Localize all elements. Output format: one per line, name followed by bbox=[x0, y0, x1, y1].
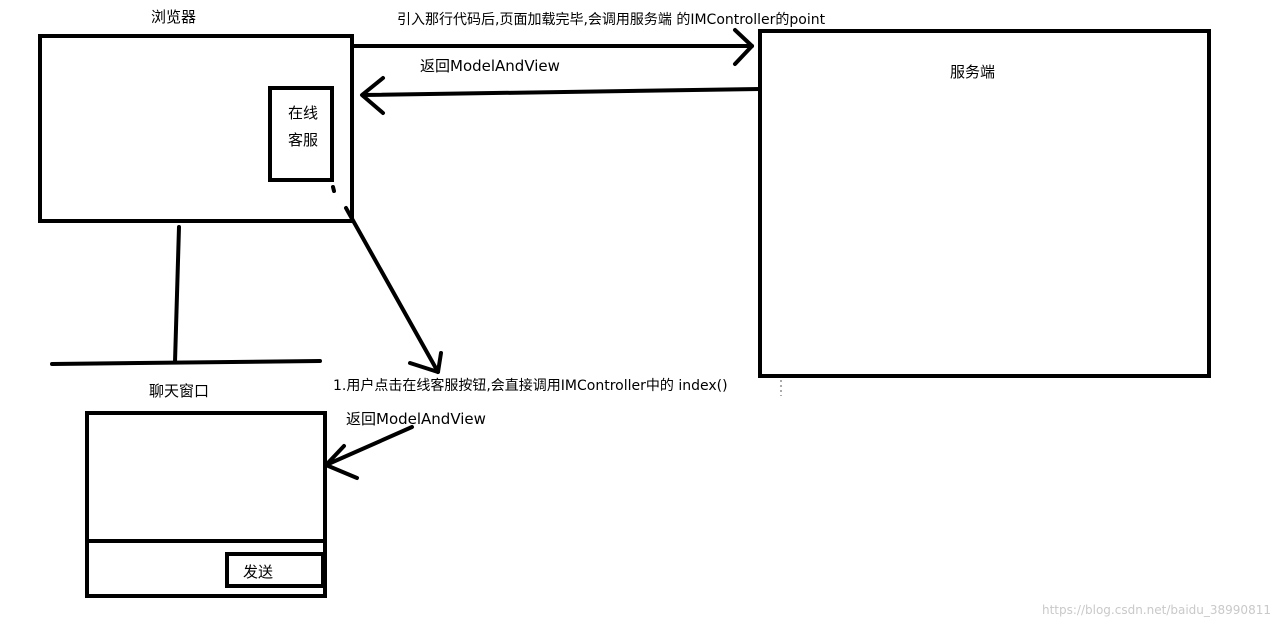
edge-return-browser-label: 返回ModelAndView bbox=[420, 57, 560, 75]
arrow-load-point-head bbox=[733, 28, 754, 66]
monitor-base bbox=[50, 359, 322, 366]
arrow-return-browser-head bbox=[360, 76, 385, 115]
edge-click-index-label: 1.用户点击在线客服按钮,会直接调用IMController中的 index() bbox=[333, 378, 728, 394]
chat-window-label: 聊天窗口 bbox=[149, 382, 210, 400]
online-service-label-line2: 客服 bbox=[288, 131, 319, 149]
browser-label: 浏览器 bbox=[151, 8, 197, 26]
edge-load-point-label: 引入那行代码后,页面加载完毕,会调用服务端 的IMController的poin… bbox=[397, 12, 826, 28]
monitor-stand bbox=[173, 225, 181, 364]
send-button[interactable] bbox=[225, 552, 325, 588]
arrow-return-browser bbox=[362, 87, 762, 97]
server-box bbox=[758, 29, 1211, 378]
arrow-return-chat bbox=[324, 425, 414, 467]
arrow-click-index-head bbox=[408, 351, 443, 374]
online-service-button[interactable] bbox=[268, 86, 334, 182]
arrow-click-index bbox=[344, 206, 440, 374]
browser-box bbox=[38, 34, 354, 223]
chat-window-box bbox=[85, 411, 327, 598]
arrow-return-chat-head bbox=[324, 444, 359, 480]
edge-return-chat-label: 返回ModelAndView bbox=[346, 410, 486, 428]
watermark: https://blog.csdn.net/baidu_38990811 bbox=[1042, 603, 1271, 617]
server-label: 服务端 bbox=[950, 63, 996, 81]
send-button-label: 发送 bbox=[243, 563, 274, 581]
online-service-label-line1: 在线 bbox=[288, 104, 319, 122]
